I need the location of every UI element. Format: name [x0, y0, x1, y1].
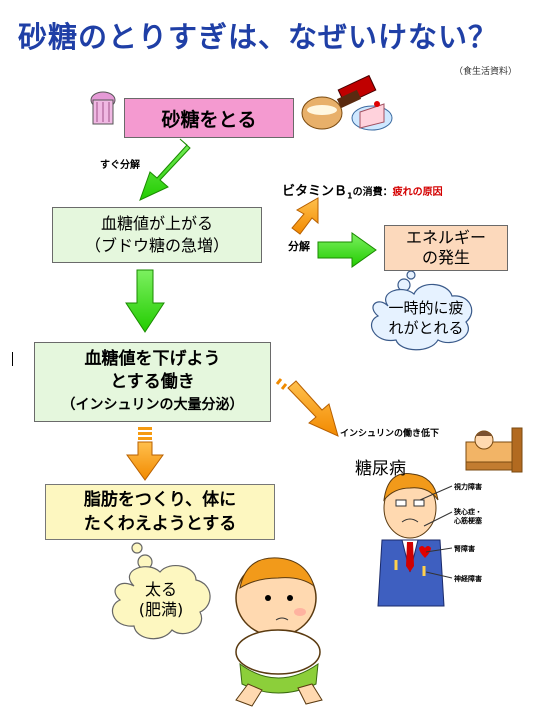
- glucose-surge-label: （ブドウ糖の急増）: [84, 236, 229, 255]
- source-note: （食生活資料）: [454, 67, 518, 77]
- vitamin-mid: の消費：: [352, 187, 393, 198]
- fat-label-line2: たくわえようとする: [83, 514, 237, 534]
- symptom-heart-line2: 心筋梗塞: [454, 517, 482, 525]
- obesity-text: 太る (肥満): [126, 580, 196, 620]
- symptom-heart: 狭心症・ 心筋梗塞: [454, 508, 482, 526]
- fatigue-relief-text: 一時的に疲 れがとれる: [386, 298, 466, 338]
- fatigue-line2: れがとれる: [388, 319, 464, 337]
- symptom-kidney: 腎障害: [454, 545, 475, 553]
- sugar-intake-label: 砂糖をとる: [161, 108, 257, 131]
- cream-puff-icon: [301, 96, 343, 130]
- energy-label-line1: エネルギー: [405, 228, 486, 247]
- body-symptom-illustration: [377, 473, 453, 607]
- symptom-heart-line1: 狭心症・: [454, 508, 482, 516]
- fatigue-cloud: [371, 270, 473, 351]
- patient-in-bed-illustration: [465, 427, 523, 473]
- arrow-insulin-to-fat: [126, 427, 164, 481]
- obesity-cloud: [111, 542, 211, 640]
- quick-decompose-label: すぐ分解: [100, 160, 140, 171]
- fat-label-line1: 脂肪をつくり、体に: [83, 490, 237, 510]
- diabetes-label: 糖尿病: [355, 459, 406, 479]
- blood-sugar-rise-label: 血糖値が上がる: [100, 214, 213, 233]
- obesity-line2: (肥満): [138, 600, 184, 619]
- insulin-label-line3: （インシュリンの大量分泌）: [61, 396, 244, 413]
- fatigue-cause-label: 疲れの原因: [392, 187, 443, 198]
- symptom-nerve: 神経障害: [454, 575, 482, 583]
- insulin-label-line2: とする働き: [110, 371, 195, 392]
- energy-label-line2: の発生: [421, 248, 470, 267]
- blood-sugar-rise-box: 血糖値が上がる （ブドウ糖の急増）: [52, 207, 262, 263]
- fat-storage-box: 脂肪をつくり、体に たくわえようとする: [45, 484, 275, 540]
- candy-icon: [90, 91, 116, 125]
- text-cursor-mark: [12, 352, 13, 366]
- symptom-vision: 視力障害: [454, 483, 482, 491]
- vitamin-subscript: 1: [347, 191, 353, 201]
- arrow-glucose-to-insulin: [125, 269, 165, 333]
- decompose-label: 分解: [288, 240, 310, 253]
- arrow-glucose-to-energy: [317, 232, 377, 268]
- arrow-insulin-to-diabetes: [275, 378, 339, 437]
- obesity-line1: 太る: [144, 580, 177, 599]
- insulin-decline-label: インシュリンの働き低下: [340, 429, 440, 439]
- fatigue-line1: 一時的に疲: [388, 299, 464, 317]
- vitamin-b1-consumption-label: ビタミンＢ1の消費：疲れの原因: [282, 180, 443, 201]
- arrow-sugar-to-glucose: [139, 138, 191, 201]
- arrow-to-vitamin: [291, 197, 319, 235]
- chocolate-icon: [336, 74, 377, 109]
- insulin-label-line1: 血糖値を下げよう: [84, 348, 221, 369]
- overweight-boy-illustration: [235, 557, 323, 707]
- vitamin-prefix: ビタミンＢ: [282, 184, 348, 199]
- energy-generation-box: エネルギー の発生: [384, 225, 508, 271]
- insulin-response-box: 血糖値を下げよう とする働き （インシュリンの大量分泌）: [34, 342, 271, 422]
- sugar-intake-box: 砂糖をとる: [124, 98, 294, 138]
- cake-icon: [351, 101, 393, 131]
- page-title: 砂糖のとりすぎは、なぜいけない？: [18, 20, 499, 54]
